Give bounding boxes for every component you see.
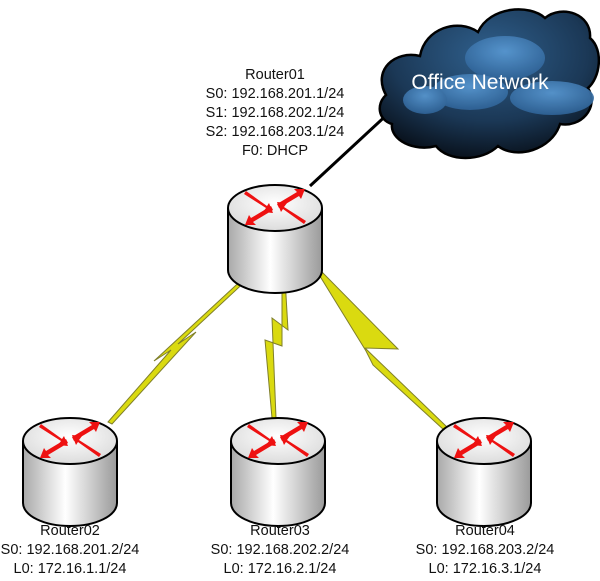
router04-icon[interactable] <box>436 417 532 527</box>
router03-icon[interactable] <box>230 417 326 527</box>
serial-link-r01-r03 <box>264 277 289 419</box>
serial-link-r01-r04 <box>317 270 449 431</box>
interface-line: S1: 192.168.202.1/24 <box>205 105 345 121</box>
router-name: Router03 <box>250 523 310 539</box>
interface-line: S0: 192.168.201.2/24 <box>0 542 140 558</box>
router04-label: Router04 S0: 192.168.203.2/24 L0: 172.16… <box>385 522 585 579</box>
router02-icon[interactable] <box>22 417 118 527</box>
cloud-label: Office Network <box>411 71 549 94</box>
router01-icon[interactable] <box>227 184 323 294</box>
interface-line: L0: 172.16.1.1/24 <box>13 561 127 577</box>
serial-link-r01-r02 <box>107 274 251 425</box>
router-name: Router04 <box>455 523 515 539</box>
router01-label: Router01 S0: 192.168.201.1/24 S1: 192.16… <box>175 66 375 161</box>
interface-line: L0: 172.16.3.1/24 <box>428 561 542 577</box>
interface-line: S0: 192.168.202.2/24 <box>210 542 350 558</box>
interface-line: F0: DHCP <box>241 143 309 159</box>
interface-line: L0: 172.16.2.1/24 <box>223 561 337 577</box>
interface-line: S2: 192.168.203.1/24 <box>205 124 345 140</box>
interface-line: S0: 192.168.203.2/24 <box>415 542 555 558</box>
cloud-office-network: Office Network <box>378 8 600 160</box>
router-name: Router02 <box>40 523 100 539</box>
ethernet-link <box>308 108 394 188</box>
interface-line: S0: 192.168.201.1/24 <box>205 86 345 102</box>
router02-label: Router02 S0: 192.168.201.2/24 L0: 172.16… <box>0 522 170 579</box>
router03-label: Router03 S0: 192.168.202.2/24 L0: 172.16… <box>180 522 380 579</box>
router-name: Router01 <box>245 67 305 83</box>
